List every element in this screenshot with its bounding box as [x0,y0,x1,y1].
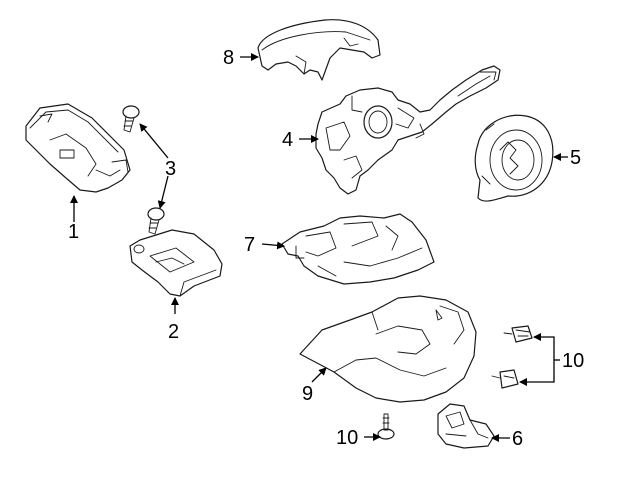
callout-10-bottom: 10 [336,427,358,449]
fastener-right-lower [491,369,519,389]
callout-3: 3 [165,158,176,180]
steering-control-module [25,103,131,193]
callout-8: 8 [223,47,234,69]
combination-switch [315,65,501,195]
screw-upper [122,105,140,133]
callout-9: 9 [302,383,313,405]
callout-1: 1 [68,221,79,243]
upper-steering-column-shroud [257,19,381,81]
fastener-bottom [377,413,395,440]
callout-10-right: 10 [562,350,584,372]
lower-housing-bracket [281,213,435,285]
callout-2: 2 [168,321,179,343]
small-bracket [437,403,495,449]
callout-5: 5 [570,147,581,169]
screw-lower [147,207,165,235]
leader-lines [70,53,568,442]
mounting-bracket-module [129,229,223,297]
callout-6: 6 [512,428,523,450]
fastener-right-upper [503,325,533,343]
callout-7: 7 [244,234,255,256]
callout-4: 4 [282,129,293,151]
clockspring [474,114,554,202]
lower-steering-column-shroud [299,295,477,403]
